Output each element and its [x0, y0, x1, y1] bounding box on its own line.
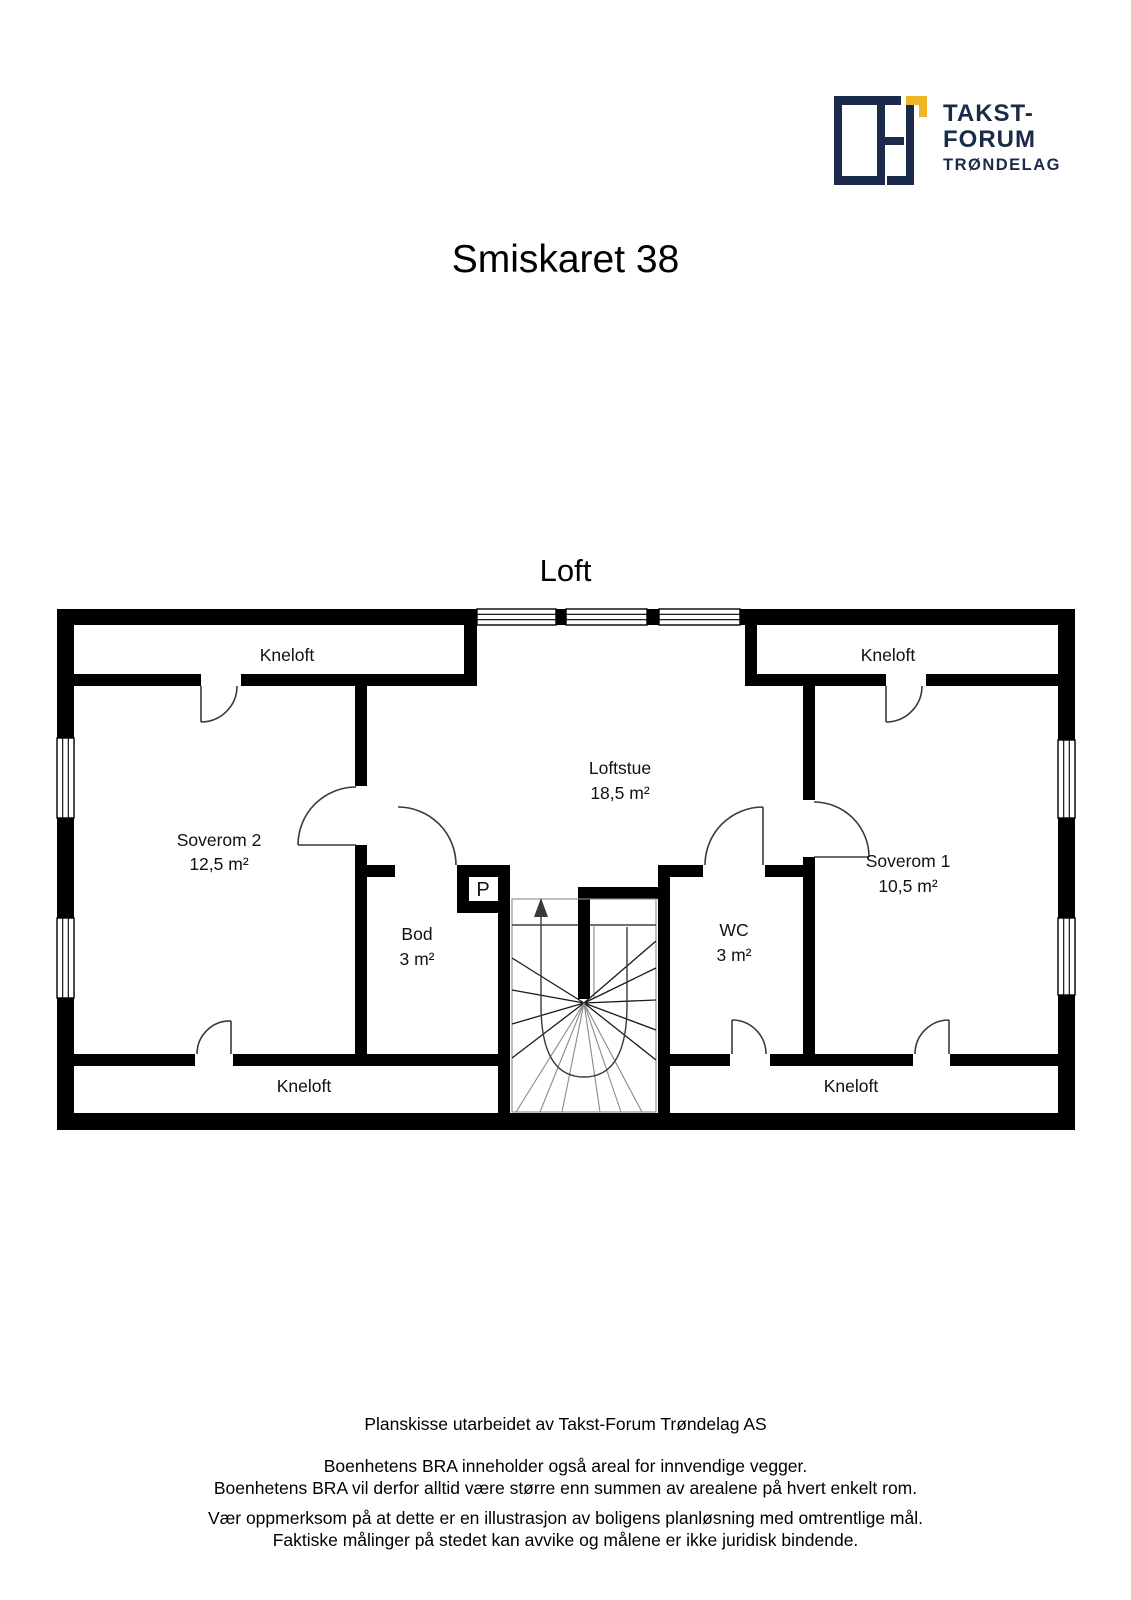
room-label-kneloft-bottom-left: Kneloft: [277, 1076, 332, 1096]
window-top-2: [565, 608, 648, 626]
window-right-1: [1057, 739, 1076, 819]
window-top-3: [658, 608, 741, 626]
room-label-loftstue: Loftstue: [589, 758, 651, 778]
footer-bra-note-1: Boenhetens BRA inneholder også areal for…: [323, 1456, 808, 1476]
room-area-soverom1: 10,5 m²: [878, 876, 937, 896]
door-kneloft-top-right: [885, 685, 923, 723]
door-soverom2: [297, 786, 357, 846]
logo-wordmark: TAKST- FORUM TRØNDELAG: [943, 101, 1061, 177]
footer-disclaimer-1: Vær oppmerksom på at dette er en illustr…: [208, 1508, 923, 1528]
room-area-soverom2: 12,5 m²: [189, 854, 248, 874]
window-top-1: [476, 608, 557, 626]
window-left-1: [56, 737, 75, 819]
logo-word-trondelag: TRØNDELAG: [943, 156, 1061, 174]
room-label-kneloft-top-right: Kneloft: [861, 645, 916, 665]
interior-walls: [57, 625, 1075, 1130]
door-kneloft-top-left: [200, 685, 238, 723]
window-right-2: [1057, 917, 1076, 996]
stairs-up-arrow: [534, 898, 548, 917]
room-label-soverom1: Soverom 1: [866, 851, 951, 871]
room-label-pipe: P: [476, 879, 489, 901]
room-label-bod: Bod: [401, 924, 432, 944]
door-bod: [397, 806, 457, 866]
room-label-soverom2: Soverom 2: [177, 830, 262, 850]
footer-disclaimer-2: Faktiske målinger på stedet kan avvike o…: [272, 1530, 859, 1550]
staircase: [511, 898, 657, 1113]
room-area-wc: 3 m²: [717, 945, 752, 965]
room-area-loftstue: 18,5 m²: [590, 783, 649, 803]
takst-forum-logo-icon: [834, 96, 927, 185]
door-wc-bottom: [731, 1019, 767, 1055]
door-soverom1-bottom: [914, 1019, 950, 1055]
takst-forum-logo: TAKST- FORUM TRØNDELAG: [833, 95, 1093, 190]
floor-label: Loft: [539, 553, 592, 588]
door-wc-top: [704, 806, 764, 866]
door-soverom1: [813, 801, 870, 858]
room-label-wc: WC: [719, 920, 748, 940]
footer-bra-note-2: Boenhetens BRA vil derfor alltid være st…: [213, 1478, 918, 1498]
windows: [56, 608, 1076, 999]
room-area-bod: 3 m²: [400, 949, 435, 969]
doors: [196, 685, 950, 1055]
logo-word-forum: FORUM: [943, 126, 1036, 153]
logo-word-takst: TAKST-: [943, 100, 1034, 127]
window-left-2: [56, 917, 75, 999]
footer-attribution: Planskisse utarbeidet av Takst-Forum Trø…: [364, 1414, 767, 1434]
room-label-kneloft-bottom-right: Kneloft: [824, 1076, 879, 1096]
door-kneloft-bottom-left: [196, 1020, 232, 1055]
page-title: Smiskaret 38: [451, 238, 680, 281]
room-label-kneloft-top-left: Kneloft: [260, 645, 315, 665]
